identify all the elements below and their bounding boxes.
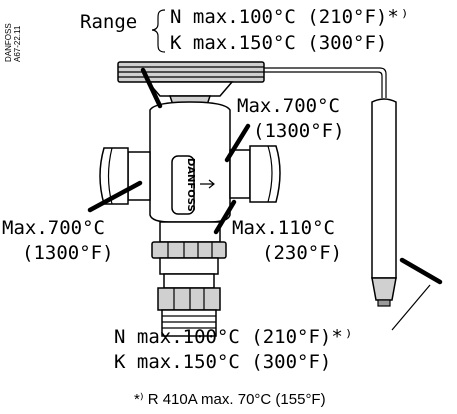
remote-bulb bbox=[371, 98, 397, 307]
probe-bulb bbox=[399, 257, 443, 285]
left-limit-line1: Max.700°C bbox=[2, 217, 105, 239]
left-limit-line2: (1300°F) bbox=[22, 242, 114, 264]
bulb-range-k-line: K max.150°C (300°F) bbox=[114, 351, 331, 373]
flow-arrow-icon bbox=[200, 179, 215, 189]
adjusting-stem bbox=[151, 221, 227, 337]
drawing-code: DANFOSS A67-22.11 bbox=[4, 23, 22, 62]
valve-brand-text: DANFOSS bbox=[185, 158, 196, 212]
range-label: Range bbox=[80, 11, 137, 33]
lower-right-limit-line1: Max.110°C bbox=[232, 217, 335, 239]
outlet-connection bbox=[229, 145, 281, 203]
capillary-tube bbox=[262, 67, 387, 98]
range-k-line: K max.150°C (300°F) bbox=[170, 32, 387, 54]
footnote: *⁾ R 410A max. 70°C (155°F) bbox=[134, 391, 326, 408]
range-n-line: N max.100°C (210°F)*⁾ bbox=[170, 6, 410, 28]
lower-right-limit-line2: (230°F) bbox=[262, 242, 342, 264]
top-right-limit-line1: Max.700°C bbox=[237, 95, 340, 117]
probe-inlet bbox=[87, 180, 143, 213]
bulb-range-n-line: N max.100°C (210°F)*⁾ bbox=[114, 326, 354, 348]
probe-power-head bbox=[140, 67, 163, 109]
valve-body: DANFOSS bbox=[149, 101, 231, 223]
top-right-limit-line2: (1300°F) bbox=[253, 120, 345, 142]
probe-lower-right bbox=[213, 199, 237, 235]
probe-outlet-top bbox=[224, 123, 251, 163]
drawing-code-line2: A67-22.11 bbox=[13, 25, 22, 62]
drawing-code-line1: DANFOSS bbox=[4, 23, 13, 62]
range-brace bbox=[151, 9, 166, 53]
inlet-connection bbox=[99, 147, 151, 205]
bulb-leader-line bbox=[391, 284, 431, 331]
